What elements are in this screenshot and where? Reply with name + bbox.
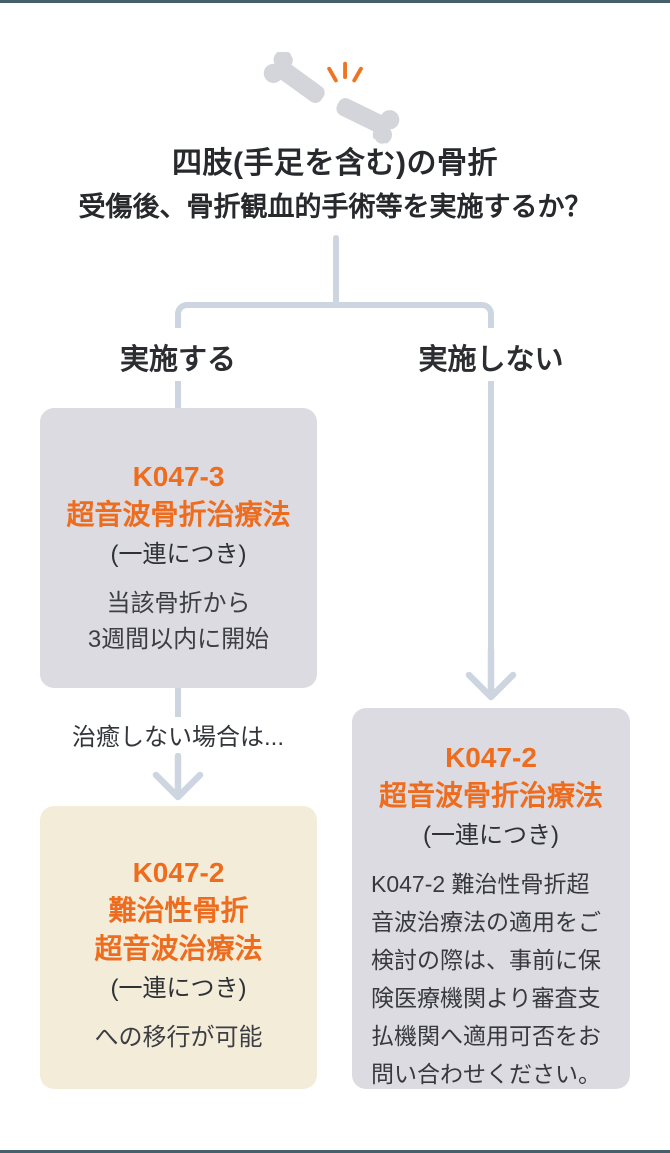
procedure-code: K047-2 — [445, 742, 537, 773]
procedure-note: 当該骨折から 3週間以内に開始 — [40, 586, 317, 658]
impact-spark-icon — [327, 61, 363, 83]
down-arrow-icon — [152, 753, 204, 801]
left-branch-connector — [175, 381, 181, 408]
procedure-code: K047-2 — [132, 857, 225, 888]
branch-label-not-perform: 実施しない — [418, 344, 564, 376]
procedure-name: 超音波骨折治療法 — [66, 499, 291, 530]
note-line: 3週間以内に開始 — [87, 626, 270, 653]
broken-bone-icon — [263, 52, 400, 144]
k047-2-treatment-box: K047-2 超音波骨折治療法 (一連につき) K047-2 難治性骨折超音波治… — [352, 708, 630, 1089]
top-accent-bar — [0, 0, 670, 3]
procedure-name: 超音波治療法 — [94, 933, 263, 964]
application-notice: K047-2 難治性骨折超音波治療法の適用をご検討の際は、事前に保険医療機関より… — [371, 871, 601, 1087]
transition-label: 治癒しない場合は... — [71, 724, 284, 751]
procedure-name: 超音波骨折治療法 — [378, 780, 603, 811]
right-branch-connector — [488, 381, 494, 652]
page-subtitle: 受傷後、骨折観血的手術等を実施するか？ — [78, 192, 592, 222]
procedure-code: K047-3 — [132, 461, 225, 492]
page-title: 四肢(手足を含む)の骨折 — [172, 147, 498, 180]
down-arrow-icon — [465, 649, 517, 701]
note-line: 当該骨折から — [106, 590, 251, 617]
k047-2-nonunion-treatment-box: K047-2 難治性骨折 超音波治療法 (一連につき) への移行が可能 — [40, 806, 317, 1089]
procedure-name: 難治性骨折 — [108, 895, 249, 926]
billing-unit: (一連につき) — [110, 975, 247, 1002]
branch-split-connector — [175, 302, 494, 328]
billing-unit: (一連につき) — [110, 541, 247, 568]
billing-unit: (一連につき) — [423, 822, 559, 849]
k047-3-exit-connector — [175, 687, 181, 717]
branch-label-perform: 実施する — [119, 344, 236, 376]
bottom-accent-bar — [0, 1150, 670, 1153]
procedure-note: への移行が可能 — [94, 1024, 263, 1051]
k047-3-treatment-box: K047-3 超音波骨折治療法 (一連につき) 当該骨折から 3週間以内に開始 — [40, 408, 317, 688]
center-stem-connector — [333, 235, 339, 305]
